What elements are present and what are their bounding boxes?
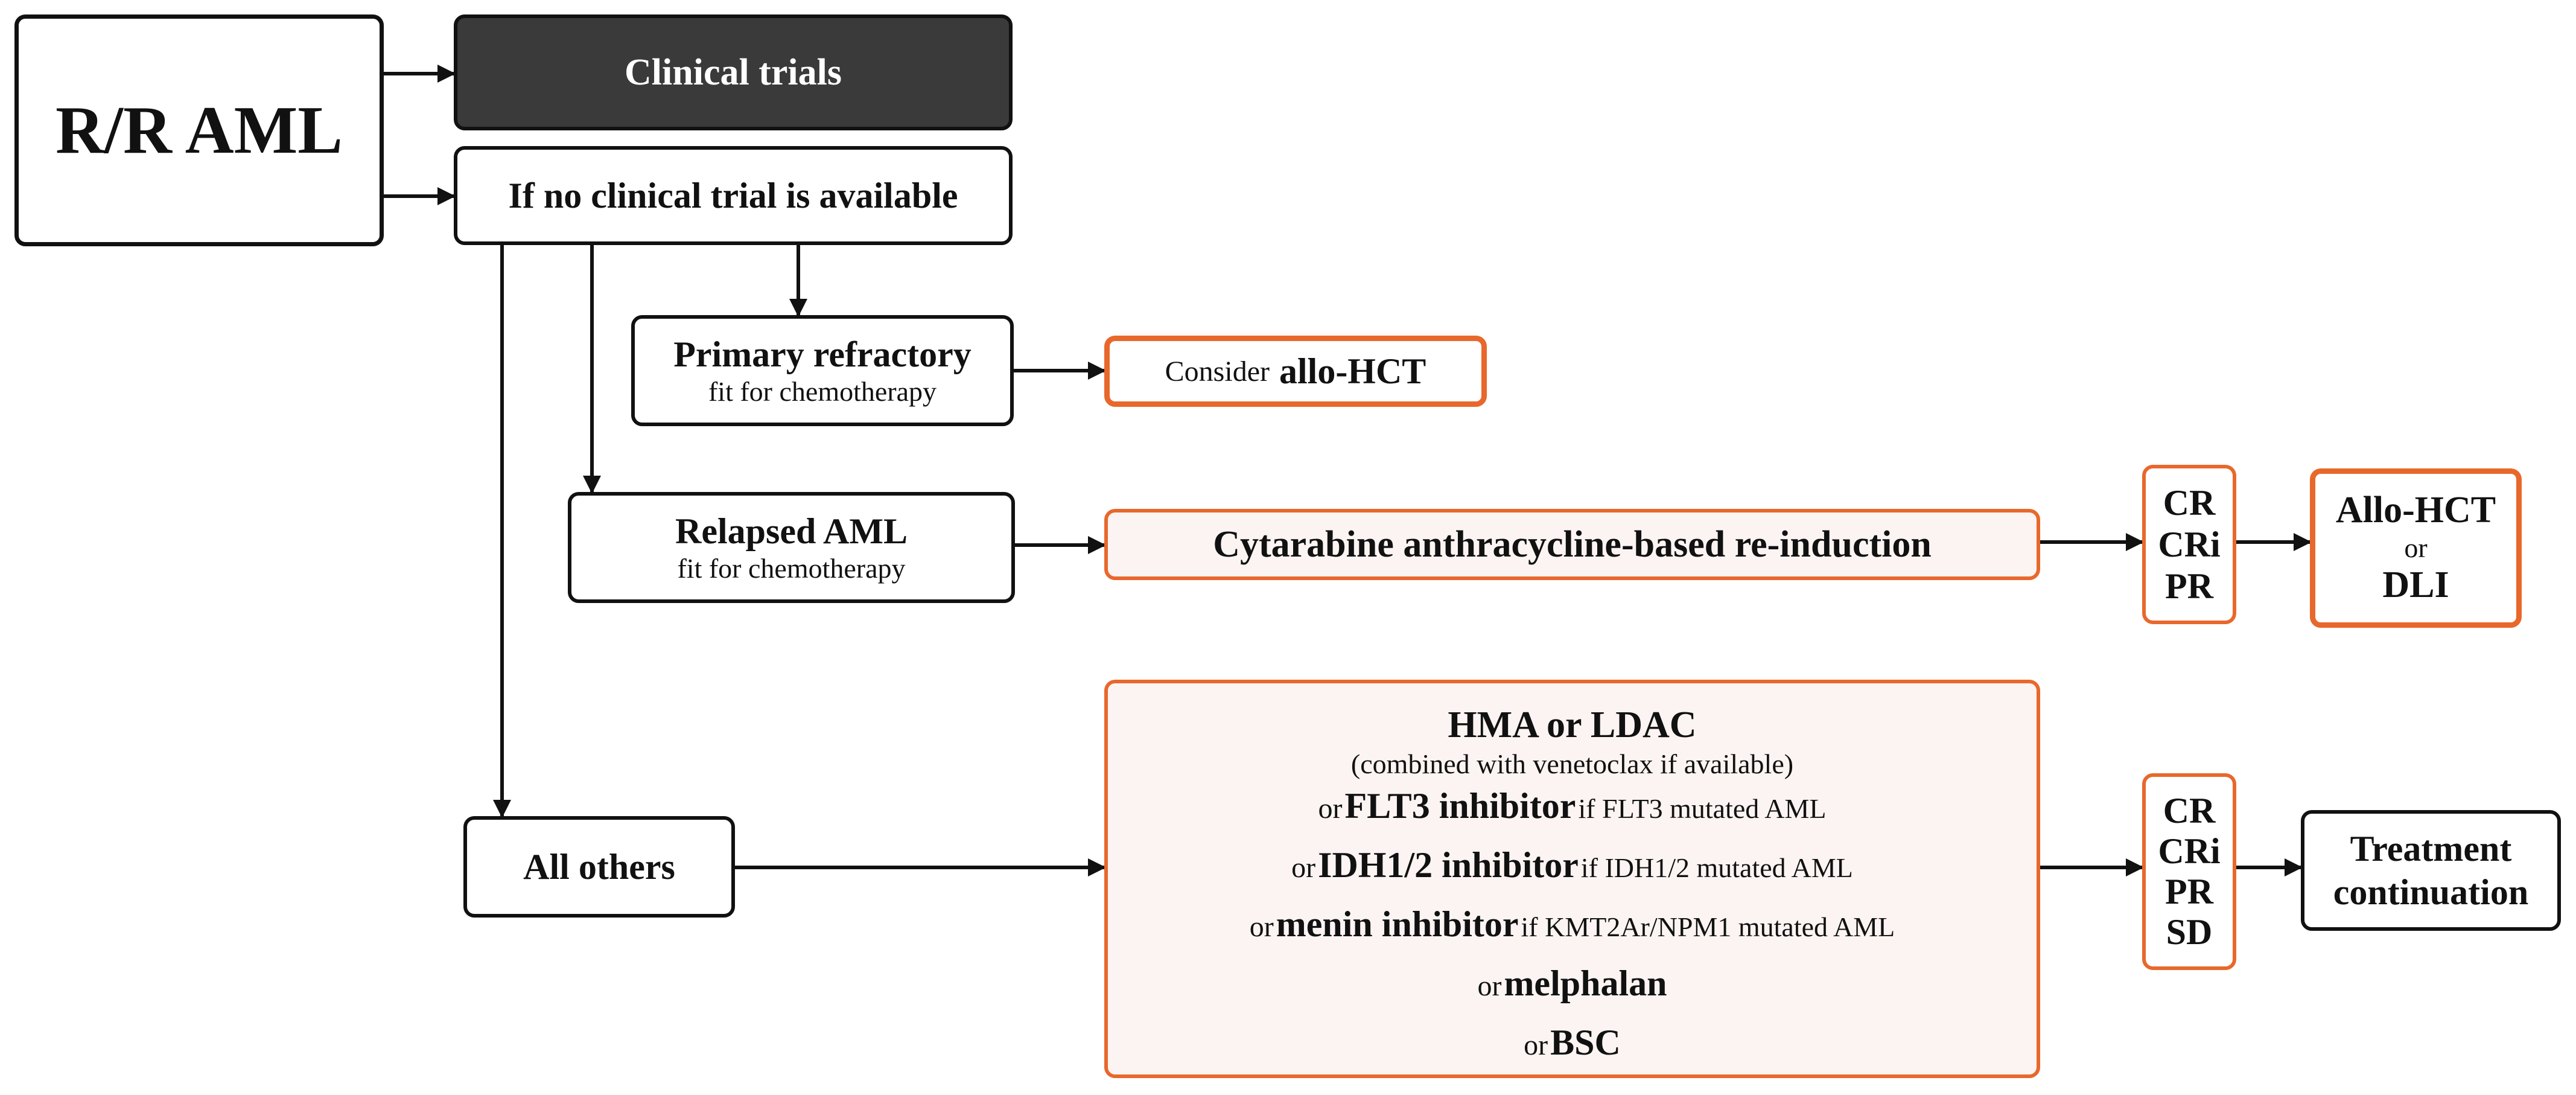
allo-dli-box: Allo-HCT or DLI [2310,468,2522,628]
relapsed-subtitle: fit for chemotherapy [677,553,906,584]
option-melphalan-drug: melphalan [1504,963,1667,1003]
clinical-trials-box: Clinical trials [454,14,1013,130]
relapsed-aml-box: Relapsed AML fit for chemotherapy [568,492,1015,603]
continuation-line1: Treatment [2350,829,2512,869]
response2-cri: CRi [2158,831,2221,871]
option-idh-drug: IDH1/2 inhibitor [1318,845,1579,885]
option-flt3-cond: if FLT3 mutated AML [1578,793,1827,824]
options-title: HMA or LDAC [1448,704,1697,745]
rr-aml-label: R/R AML [56,92,343,168]
option-idh: or IDH1/2 inhibitor if IDH1/2 mutated AM… [1291,840,1853,899]
clinical-trials-label: Clinical trials [625,51,842,93]
primary-refractory-subtitle: fit for chemotherapy [708,376,937,407]
option-melphalan: or melphalan [1477,959,1667,1018]
all-others-box: All others [463,816,735,918]
option-flt3-drug: FLT3 inhibitor [1344,786,1576,826]
primary-refractory-title: Primary refractory [673,334,972,374]
option-menin-cond: if KMT2Ar/NPM1 mutated AML [1521,911,1895,942]
option-flt3: or FLT3 inhibitor if FLT3 mutated AML [1318,781,1827,840]
treatment-continuation-box: Treatment continuation [2301,810,2561,931]
response1-box: CR CRi PR [2142,465,2236,624]
all-others-label: All others [523,846,675,887]
treatment-options-box: HMA or LDAC (combined with venetoclax if… [1104,680,2040,1078]
response2-cr: CR [2163,790,2216,831]
rr-aml-box: R/R AML [14,14,384,246]
response1-cri: CRi [2158,524,2221,564]
allo-hct-emph: allo-HCT [1279,351,1426,391]
allo-dli-top: Allo-HCT [2335,490,2496,531]
consider-prefix: Consider [1165,355,1270,388]
response2-box: CR CRi PR SD [2142,773,2236,970]
no-trial-label: If no clinical trial is available [508,175,958,215]
reinduction-label: Cytarabine anthracycline-based re-induct… [1213,523,1932,565]
response1-cr: CR [2163,482,2216,523]
response1-pr: PR [2165,566,2213,606]
allo-dli-bottom: DLI [2382,564,2449,606]
option-idh-cond: if IDH1/2 mutated AML [1580,852,1853,883]
continuation-line2: continuation [2333,872,2529,912]
no-trial-box: If no clinical trial is available [454,146,1013,245]
option-melphalan-pre: or [1477,970,1502,1002]
option-bsc-drug: BSC [1550,1023,1621,1062]
option-idh-pre: or [1291,852,1316,884]
allo-dli-or: or [2404,532,2428,563]
option-menin-pre: or [1249,911,1274,943]
option-menin: or menin inhibitor if KMT2Ar/NPM1 mutate… [1250,899,1895,959]
response2-sd: SD [2166,912,2213,953]
consider-allo-hct-box: Consider allo-HCT [1104,336,1487,407]
option-bsc: or BSC [1524,1018,1621,1077]
option-menin-drug: menin inhibitor [1276,904,1519,944]
response2-pr: PR [2165,872,2213,911]
relapsed-title: Relapsed AML [675,511,908,551]
options-title-note: (combined with venetoclax if available) [1350,749,1794,779]
option-flt3-pre: or [1318,793,1343,825]
primary-refractory-box: Primary refractory fit for chemotherapy [631,315,1014,426]
reinduction-box: Cytarabine anthracycline-based re-induct… [1104,509,2040,580]
option-bsc-pre: or [1524,1029,1548,1061]
